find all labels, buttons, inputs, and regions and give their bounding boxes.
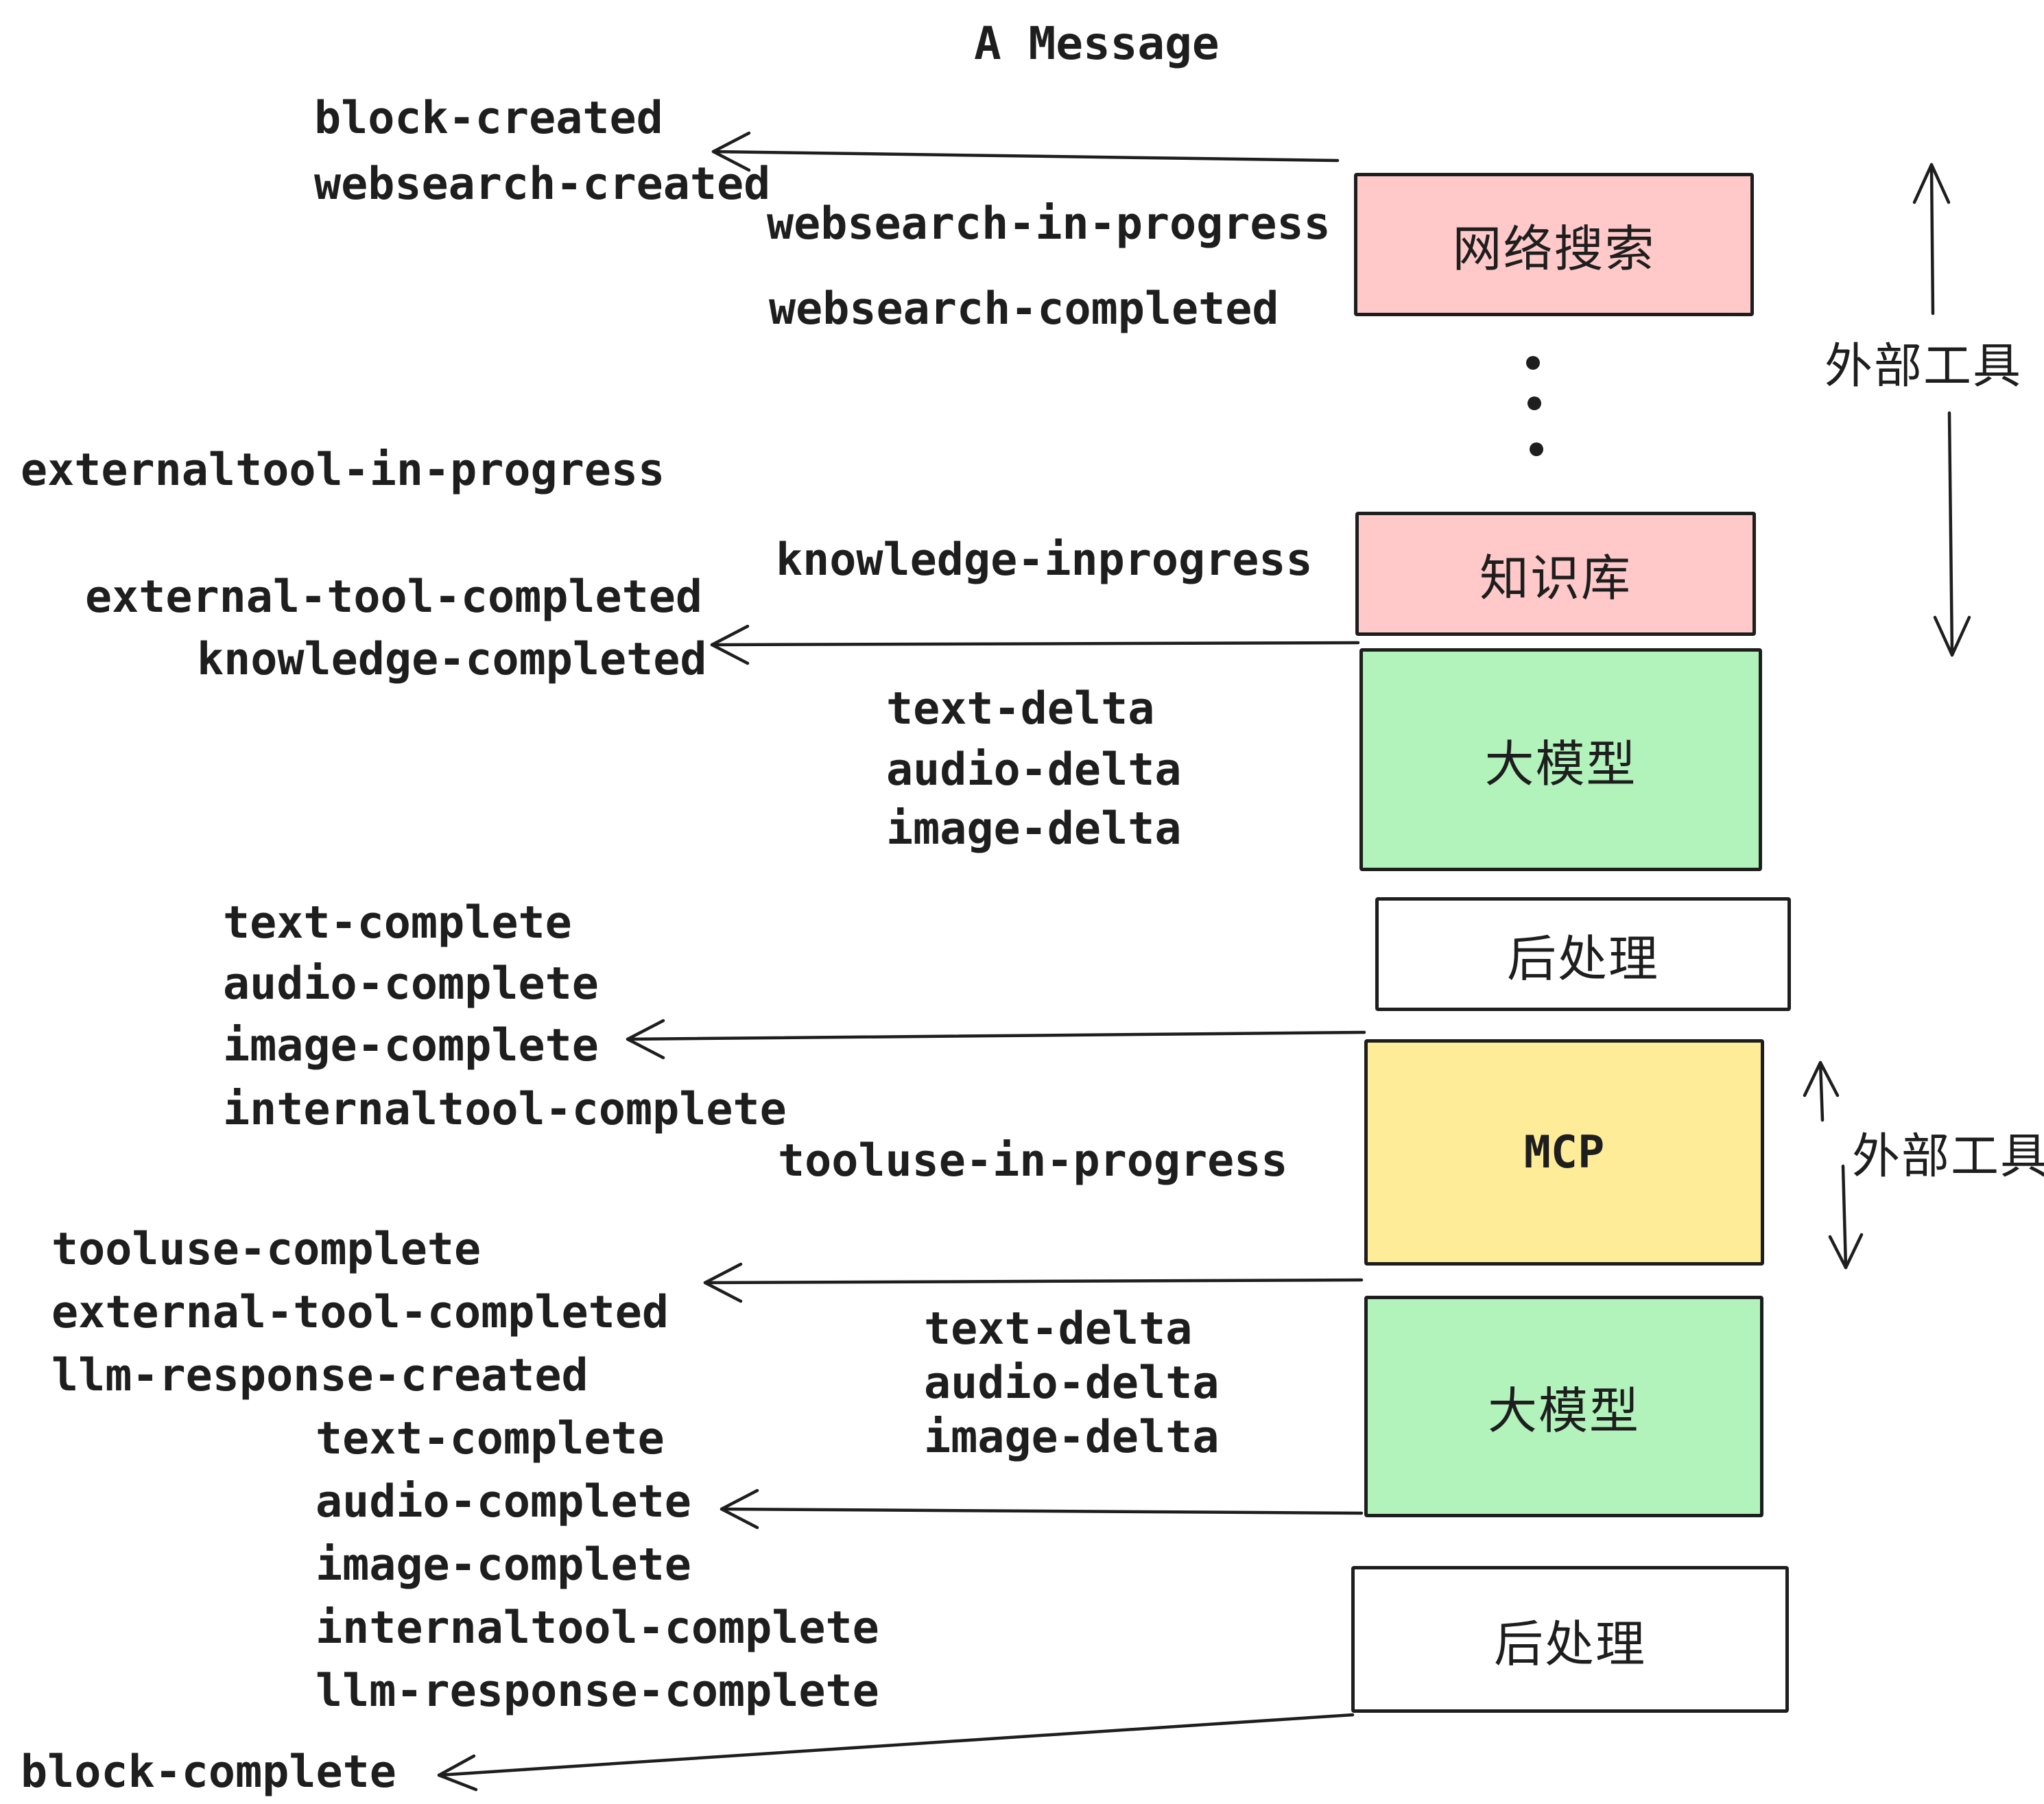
event-audio-delta-1: audio-delta	[886, 744, 1182, 796]
node-llm-2-label: 大模型	[1487, 1384, 1640, 1439]
event-llm-response-complete: llm-response-complete	[316, 1665, 879, 1717]
event-tooluse-complete: tooluse-complete	[51, 1224, 482, 1275]
arrow-to-block-complete	[437, 1713, 1355, 1792]
external-tools-label-bottom: 外部工具	[1852, 1129, 2044, 1183]
event-tooluse-in-progress: tooluse-in-progress	[778, 1135, 1288, 1187]
arrow-to-image-complete	[626, 1019, 1366, 1060]
event-image-delta-2: image-delta	[924, 1412, 1220, 1463]
event-text-delta-1: text-delta	[886, 683, 1155, 735]
node-llm-2: 大模型	[1364, 1296, 1763, 1517]
event-block-complete: block-complete	[21, 1746, 396, 1798]
node-postprocess-1: 后处理	[1375, 897, 1791, 1011]
node-postprocess-2-label: 后处理	[1493, 1617, 1646, 1672]
node-websearch: 网络搜索	[1354, 173, 1754, 316]
arrow-to-audio-complete	[720, 1488, 1364, 1530]
diagram-title: A Message	[974, 16, 1220, 70]
event-text-delta-2: text-delta	[924, 1303, 1193, 1355]
node-mcp: MCP	[1364, 1039, 1764, 1266]
external-tools-label-top: 外部工具	[1825, 339, 2022, 393]
node-llm-1: 大模型	[1359, 648, 1762, 871]
event-image-complete-1: image-complete	[223, 1020, 599, 1071]
event-audio-complete-1: audio-complete	[223, 958, 599, 1010]
event-knowledge-inprogress: knowledge-inprogress	[776, 534, 1313, 586]
external-tools-double-arrow-top	[1912, 163, 1971, 657]
event-image-complete-2: image-complete	[316, 1539, 691, 1591]
node-knowledge-label: 知识库	[1479, 551, 1632, 606]
event-websearch-in-progress: websearch-in-progress	[767, 198, 1331, 250]
event-text-complete-2: text-complete	[316, 1413, 665, 1464]
node-postprocess-1-label: 后处理	[1506, 931, 1659, 987]
event-knowledge-completed: knowledge-completed	[197, 634, 707, 685]
event-websearch-completed: websearch-completed	[769, 283, 1279, 335]
event-external-tool-completed-2: external-tool-completed	[51, 1287, 669, 1338]
node-knowledge: 知识库	[1355, 512, 1756, 636]
event-text-complete-1: text-complete	[223, 897, 572, 949]
arrow-to-block-created	[711, 131, 1340, 172]
event-audio-complete-2: audio-complete	[316, 1476, 691, 1528]
node-websearch-label: 网络搜索	[1452, 222, 1656, 277]
ellipsis-dots	[1526, 356, 1543, 456]
event-audio-delta-2: audio-delta	[924, 1357, 1220, 1409]
event-websearch-created: websearch-created	[314, 158, 771, 210]
external-tools-double-arrow-bottom	[1803, 1060, 1864, 1270]
event-llm-response-created: llm-response-created	[51, 1350, 589, 1401]
node-llm-1-label: 大模型	[1484, 737, 1637, 792]
node-mcp-label: MCP	[1523, 1126, 1605, 1178]
event-image-delta-1: image-delta	[886, 803, 1182, 855]
event-block-created: block-created	[314, 93, 663, 144]
event-internaltool-complete-1: internaltool-complete	[223, 1084, 787, 1135]
event-external-tool-completed: external-tool-completed	[85, 571, 703, 623]
event-internaltool-complete-2: internaltool-complete	[316, 1602, 879, 1654]
node-postprocess-2: 后处理	[1351, 1566, 1789, 1713]
arrow-to-tooluse-complete	[703, 1262, 1364, 1303]
event-externaltool-in-progress: externaltool-in-progress	[21, 444, 665, 496]
arrow-to-knowledge-completed	[710, 624, 1360, 665]
